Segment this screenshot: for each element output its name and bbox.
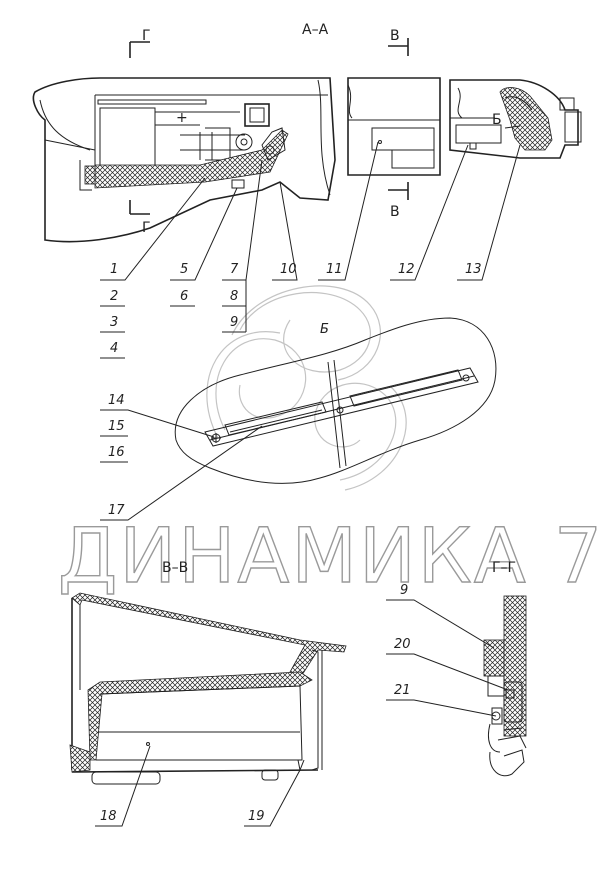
callout-21: 21 — [394, 683, 411, 698]
callout-18: 18 — [100, 809, 117, 824]
cut-mark-v: В В — [388, 28, 409, 220]
callout-19: 19 — [248, 809, 265, 824]
mark-g-bottom: Г — [142, 220, 151, 236]
section-title-v-v: В–В — [162, 560, 188, 576]
leader-lines-a-a — [100, 141, 521, 359]
callout-7: 7 — [230, 262, 239, 277]
callout-10: 10 — [280, 262, 297, 277]
callout-6: 6 — [180, 289, 188, 304]
callout-3: 3 — [110, 315, 118, 330]
cut-mark-g: Г Г — [129, 28, 151, 236]
callout-17: 17 — [108, 503, 125, 518]
callout-5: 5 — [180, 262, 188, 277]
callout-13: 13 — [465, 262, 482, 277]
mark-b-view: Б — [492, 112, 502, 128]
callout-15: 15 — [108, 419, 125, 434]
callout-14: 14 — [108, 393, 125, 408]
callout-8: 8 — [230, 289, 238, 304]
leader-lines-g — [386, 599, 509, 717]
mark-v-top: В — [390, 28, 400, 44]
detail-mark-b: Б — [320, 322, 329, 337]
callout-4: 4 — [110, 341, 118, 356]
section-title-g-g: Г–Г — [492, 560, 516, 576]
callout-11: 11 — [326, 262, 343, 277]
section-title-a-a: А–А — [302, 22, 329, 38]
leader-lines-b — [100, 409, 263, 521]
callout-12: 12 — [398, 262, 415, 277]
section-g-g-view — [483, 595, 527, 777]
view-b-detail — [174, 317, 497, 484]
callout-16: 16 — [108, 445, 125, 460]
callout-9-g: 9 — [400, 583, 408, 598]
section-a-a-view: + Б — [32, 77, 582, 243]
callout-1: 1 — [110, 262, 118, 277]
callout-9: 9 — [230, 315, 238, 330]
mark-v-bottom: В — [390, 204, 400, 220]
callout-2: 2 — [110, 289, 118, 304]
mark-g-top: Г — [142, 28, 151, 44]
svg-text:+: + — [176, 110, 188, 126]
callout-20: 20 — [394, 637, 411, 652]
leader-lines-v — [95, 745, 301, 827]
watermark-text: ДИНАМИКА 76 — [58, 511, 598, 600]
section-v-v-view — [69, 592, 347, 785]
